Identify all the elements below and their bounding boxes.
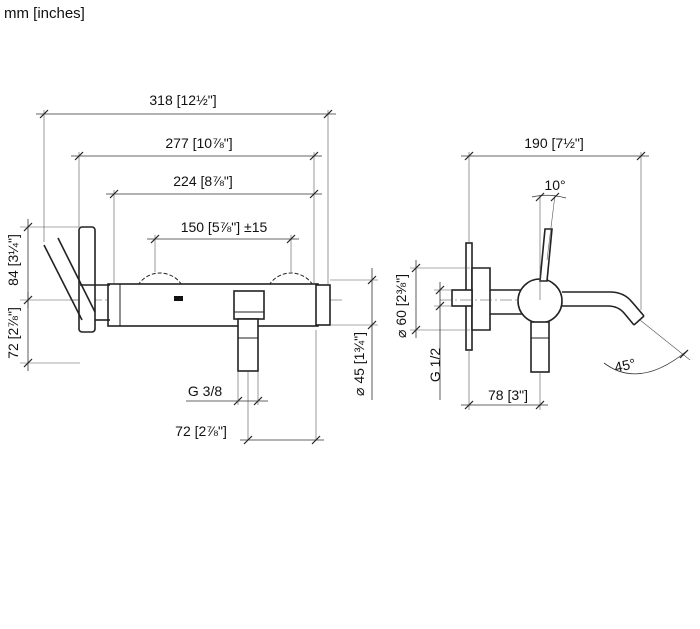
dim-72-height: 72 [2⅞"] [5, 307, 21, 359]
dim-dia45: ⌀ 45 [1¾"] [351, 332, 367, 396]
outlet-pipe [237, 318, 259, 372]
dim-g12: G 1/2 [427, 348, 443, 382]
dim-277: 277 [10⅞"] [165, 135, 232, 151]
dim-72-offset: 72 [2⅞"] [175, 423, 227, 439]
dim-224: 224 [8⅞"] [173, 173, 232, 189]
diverter-block [233, 290, 265, 320]
side-view: 190 [7½"] 10° ⌀ 60 [2⅜"] G 1/2 78 [3"] 4… [393, 135, 691, 410]
dim-g38: G 3/8 [188, 383, 222, 399]
dim-190: 190 [7½"] [524, 135, 583, 151]
dim-dia60: ⌀ 60 [2⅜"] [393, 274, 409, 338]
units-label: mm [inches] [4, 5, 85, 22]
side-lever [539, 228, 553, 282]
connection-nut [451, 289, 473, 307]
dim-78: 78 [3"] [488, 387, 528, 403]
dim-318: 318 [12½"] [149, 92, 216, 108]
dim-150: 150 [5⅞"] ±15 [181, 219, 268, 235]
front-view: 318 [12½"] 277 [10⅞"] 224 [8⅞"] 150 [5⅞"… [5, 92, 378, 445]
indicator-mark [174, 296, 183, 301]
side-outlet [530, 321, 550, 373]
dim-10deg: 10° [544, 177, 565, 193]
dim-84: 84 [3¼"] [5, 234, 21, 286]
mixer-body [107, 283, 319, 327]
body-end-cap [315, 284, 331, 326]
dim-45deg: 45° [613, 355, 637, 375]
lever-handle [78, 226, 96, 333]
